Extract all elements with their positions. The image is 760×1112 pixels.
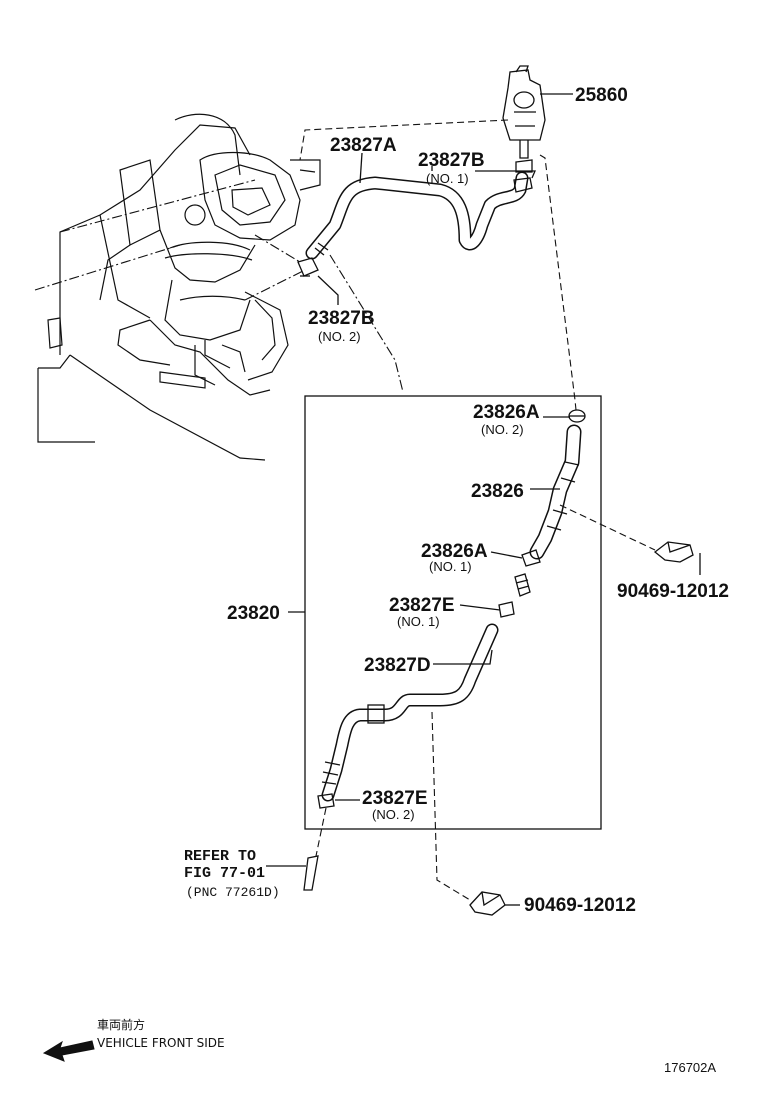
label-23826: 23826 [471,481,524,502]
leader-lines [266,93,701,906]
label-23827E-no2-sub: (NO. 2) [372,807,415,822]
reference-line-2: FIG 77-01 [184,865,265,882]
label-25860: 25860 [575,85,628,106]
clip-23827B-no1 [513,159,533,193]
label-23826A-no2: 23826A [473,402,540,423]
connector-23826-to-90469 [559,504,656,551]
clip-23827E-no1 [498,601,515,618]
fitting-connector [514,573,531,597]
connector-25860-to-engine [299,119,509,161]
label-23827E-no1: 23827E [389,595,455,616]
label-23826A-no1-sub: (NO. 1) [429,559,472,574]
label-23827B-no1: 23827B [418,150,485,171]
reference-pipe [303,807,327,891]
label-23827A: 23827A [330,135,397,156]
clip-90469-upper [653,541,694,563]
direction-japanese: 車両前方 [97,1017,145,1032]
label-23820: 23820 [227,603,280,624]
vehicle-front-arrow [42,1040,95,1062]
clip-90469-lower [469,891,506,916]
valve-25860 [502,65,546,159]
hose-23827D [321,623,499,802]
label-23827E-no2: 23827E [362,788,428,809]
clip-23827E-no2 [317,793,335,809]
label-23826A-no2-sub: (NO. 2) [481,422,524,437]
hose-23827A [305,171,529,260]
engine-illustration [34,113,404,461]
hose-23826 [529,424,582,560]
connector-25860-to-23826 [539,154,577,411]
figure-code: 176702A [664,1060,716,1075]
connector-23827D-to-90469 [431,711,471,901]
label-23827D: 23827D [364,655,431,676]
label-23827B-no2: 23827B [308,308,375,329]
label-23827B-no1-sub: (NO. 1) [426,171,469,186]
clamp-23826A-no2 [568,409,586,423]
label-90469-upper: 90469-12012 [617,581,729,602]
label-23827B-no2-sub: (NO. 2) [318,329,361,344]
direction-english: VEHICLE FRONT SIDE [97,1036,225,1050]
label-90469-lower: 90469-12012 [524,895,636,916]
reference-line-1: REFER TO [184,848,256,865]
label-23826A-no1: 23826A [421,541,488,562]
clip-23827B-no2 [297,257,319,277]
label-23827E-no1-sub: (NO. 1) [397,614,440,629]
reference-line-3: (PNC 77261D) [186,885,280,900]
clamp-23826A-no1 [521,549,541,567]
